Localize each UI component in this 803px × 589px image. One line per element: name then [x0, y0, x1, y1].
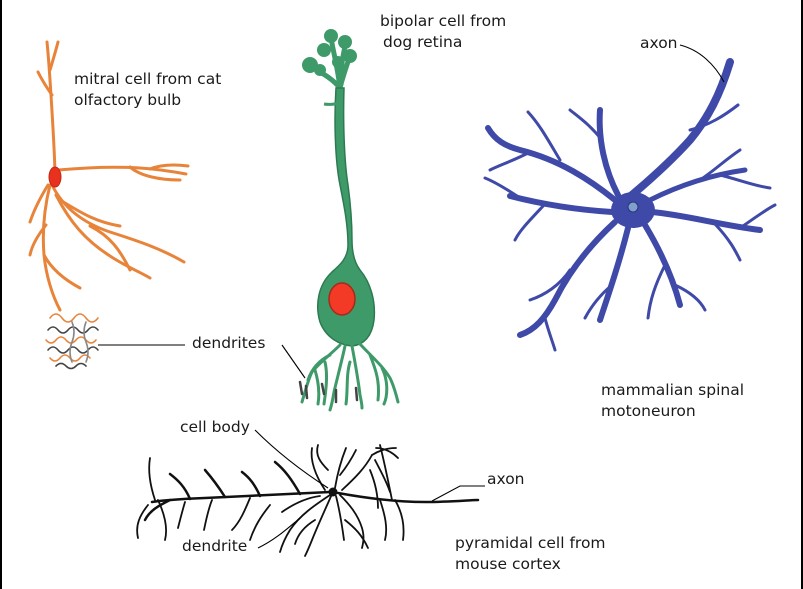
mitral-cell-label: mitral cell from cat olfactory bulb [74, 69, 221, 111]
pyramidal-cell-body [329, 488, 338, 497]
dendrite-label: dendrite [182, 536, 247, 557]
dendrite-leader [258, 518, 300, 548]
axon-bottom-leader [432, 486, 485, 501]
motoneuron-label-line1: mammalian spinal [601, 380, 744, 401]
bipolar-cell-label: bipolar cell from dog retina [380, 11, 506, 53]
bipolar-bottom-dendrites [302, 344, 398, 410]
motoneuron-label: mammalian spinal motoneuron [601, 380, 744, 422]
axon-top-leader [680, 45, 724, 82]
cell-body-label: cell body [180, 417, 250, 438]
motoneuron-axon [626, 62, 730, 200]
pyramidal-axon [338, 493, 478, 502]
motoneuron-label-line2: motoneuron [601, 401, 744, 422]
bipolar-label-line2: dog retina [380, 32, 506, 53]
spinal-motoneuron [485, 62, 775, 350]
motoneuron-nucleus [628, 202, 638, 212]
pyramidal-cell-label: pyramidal cell from mouse cortex [455, 533, 606, 575]
pyramidal-label-line1: pyramidal cell from [455, 533, 606, 554]
axon-top-label: axon [640, 33, 678, 54]
axon-bottom-label: axon [487, 469, 525, 490]
bipolar-cell [300, 29, 398, 410]
mitral-label-line1: mitral cell from cat [74, 69, 221, 90]
mitral-cell-body [49, 167, 61, 187]
pyramidal-label-line2: mouse cortex [455, 554, 606, 575]
bipolar-side-spine [324, 103, 338, 104]
dendrites-label: dendrites [192, 333, 265, 354]
mitral-label-line2: olfactory bulb [74, 90, 221, 111]
bipolar-cell-body [329, 283, 355, 315]
label-leader-lines [98, 45, 724, 548]
bipolar-label-line1: bipolar cell from [380, 11, 506, 32]
bipolar-to-dendrites-leader [282, 345, 305, 378]
mitral-glomerulus [46, 314, 98, 369]
